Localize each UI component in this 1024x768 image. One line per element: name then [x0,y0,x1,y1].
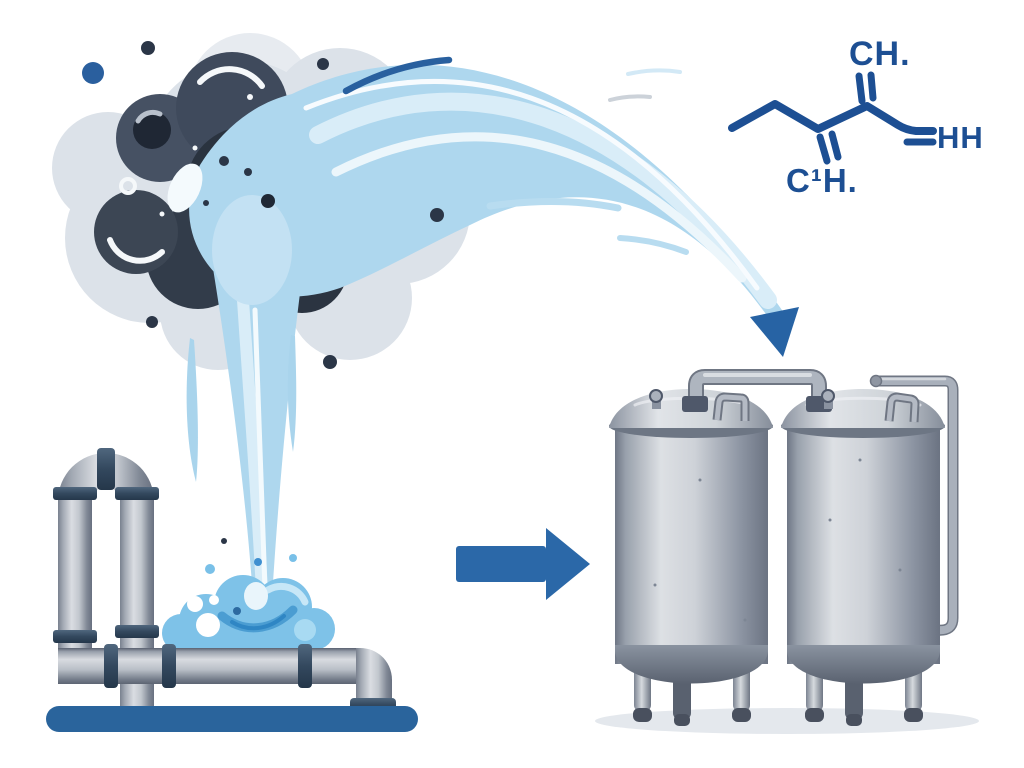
scatter-dots [82,41,444,544]
pipe-base-bar [46,706,418,732]
storage-tanks [595,369,979,734]
storage-tank-right [781,389,945,684]
chemical-structure-diagram: CH. C¹H. HH [728,35,984,199]
tank-speckles [653,458,902,622]
flow-arrow-icon [456,528,590,600]
pipe-couplings [53,448,396,712]
chem-label-right: HH [937,120,984,155]
tank-side-pipe [869,374,959,637]
water-droplets [205,554,297,574]
chem-label-top: CH. [849,35,911,73]
stream-dots [203,156,275,208]
water-arc-stream [167,64,787,330]
glossy-bubble-icon [133,109,171,149]
pipe-assembly [46,448,418,732]
tank-connecting-pipe [682,369,832,412]
storage-tank-left [609,389,773,684]
arrowhead-icon [750,307,799,357]
tank-shadow [595,708,979,734]
chem-label-bottom: C¹H. [786,162,858,199]
swoosh-lines [342,56,689,255]
splash-puddle [162,575,335,660]
tank-fittings [649,389,920,423]
